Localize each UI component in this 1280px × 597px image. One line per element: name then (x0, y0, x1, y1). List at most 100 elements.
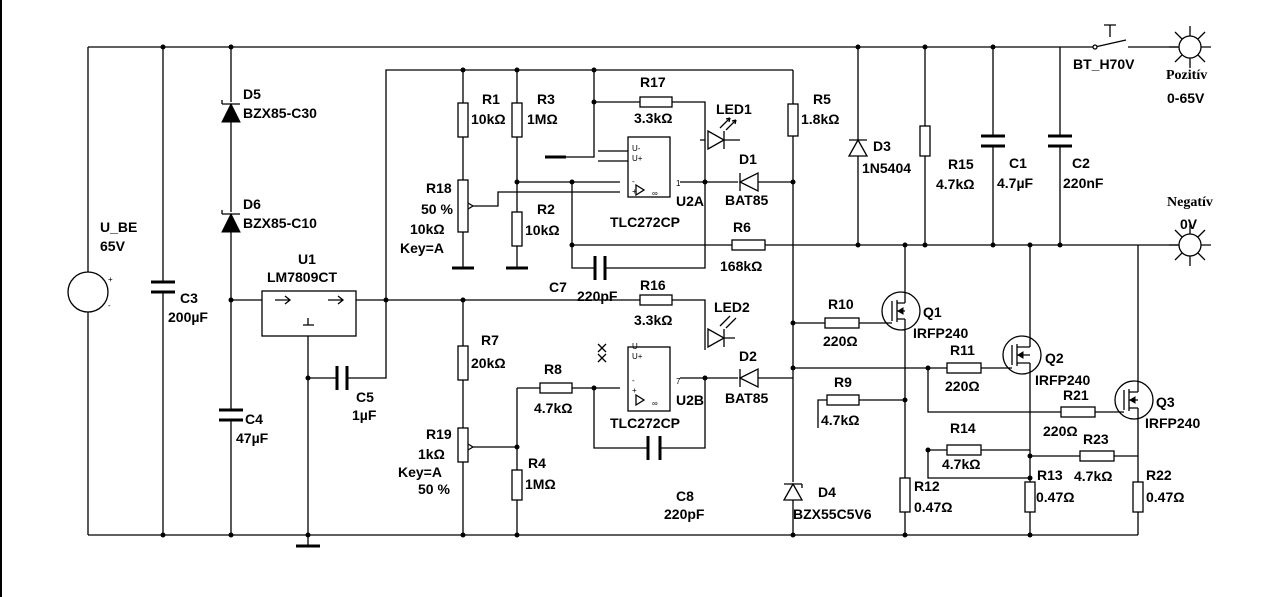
led-2: LED2 (707, 299, 750, 349)
q3-name: Q3 (1156, 394, 1175, 410)
r15-value: 4.7kΩ (936, 176, 974, 192)
r3-name: R3 (537, 91, 555, 107)
r13-value: 0.47Ω (1036, 489, 1074, 505)
resistor-r8 (539, 382, 573, 394)
r12-name: R12 (914, 478, 940, 494)
resistor-r6 (731, 239, 766, 251)
u1-name: U1 (298, 251, 316, 267)
terminal-positive: Pozitív 0-65V (1166, 26, 1211, 106)
resistor-r11 (946, 362, 982, 374)
u2b-pin-out: 7 (676, 377, 681, 386)
led2-name: LED2 (714, 299, 750, 315)
d2-part: BAT85 (725, 390, 769, 406)
c7-name: C7 (549, 279, 567, 295)
u2a-pin-u-plus: U+ (632, 154, 643, 163)
u2a-part: TLC272CP (610, 214, 680, 230)
ground-symbols (296, 155, 566, 548)
c4-value: 47µF (236, 430, 269, 446)
r16-value: 3.3kΩ (634, 312, 672, 328)
capacitor-c7: C7 220pF (549, 256, 618, 304)
r5-value: 1.8kΩ (801, 111, 839, 127)
r19-key: Key=A (398, 464, 442, 480)
r17-name: R17 (640, 74, 666, 90)
c8-value: 220pF (664, 506, 705, 522)
u2b-pin-u-plus: U+ (632, 352, 643, 361)
d6-part: BZX85-C10 (243, 215, 317, 231)
d3-part: 1N5404 (862, 160, 911, 176)
c2-value: 220nF (1063, 175, 1104, 191)
capacitor-c8: C8 220pF (646, 436, 705, 522)
r7-name: R7 (481, 332, 499, 348)
u2a-pin-minus: - (632, 177, 635, 186)
switch-bt-h70v: BT_H70V (1073, 24, 1135, 72)
capacitor-c5: C5 1µF (335, 366, 377, 423)
r23-value: 4.7kΩ (1074, 468, 1112, 484)
u2a-pin-plus: + (632, 187, 637, 196)
d1-part: BAT85 (725, 192, 769, 208)
led1-name: LED1 (716, 101, 752, 117)
c4-name: C4 (245, 411, 263, 427)
resistor-r15 (919, 125, 931, 157)
q3-part: IRFP240 (1145, 415, 1200, 431)
left-frame-border (0, 0, 2, 597)
r18-wiper-arrow (467, 202, 474, 210)
c3-name: C3 (180, 290, 198, 306)
u2a-name: U2A (676, 193, 704, 209)
r19-wiper-arrow (467, 443, 474, 451)
u2a-pin-u-minus: U- (632, 144, 641, 153)
r5-name: R5 (813, 91, 831, 107)
r19-name: R19 (426, 426, 452, 442)
r21-value: 220Ω (1043, 423, 1078, 439)
u1-part: LM7809CT (267, 269, 337, 285)
r18-name: R18 (426, 180, 452, 196)
r23-name: R23 (1083, 431, 1109, 447)
r6-name: R6 (733, 219, 751, 235)
d1-name: D1 (739, 151, 757, 167)
r15-name: R15 (948, 156, 974, 172)
r8-value: 4.7kΩ (534, 400, 572, 416)
schottky-d1: D1 BAT85 (725, 151, 769, 208)
d6-name: D6 (243, 196, 261, 212)
mosfet-q2: Q2 IRFP240 (1000, 335, 1090, 388)
wiring (87, 46, 1178, 545)
resistor-r22 (1132, 481, 1144, 513)
r10-name: R10 (828, 296, 854, 312)
source-value: 65V (100, 238, 126, 254)
c2-name: C2 (1072, 155, 1090, 171)
resistor-r16 (639, 294, 673, 306)
mosfet-q3: Q3 IRFP240 (1114, 380, 1200, 431)
negative-terminal-name: Negatív (1167, 195, 1213, 210)
terminal-negative: Negatív 0V (1167, 195, 1213, 266)
resistor-r7 (457, 345, 469, 381)
c5-value: 1µF (352, 407, 377, 423)
resistor-r21 (1060, 406, 1096, 418)
resistor-r2 (511, 211, 523, 247)
r1-name: R1 (482, 91, 500, 107)
junction-dots (160, 44, 1063, 538)
r4-value: 1MΩ (525, 476, 556, 492)
resistor-labels: R1 10kΩ R3 1MΩ R2 10kΩ R17 3.3kΩ R5 1.8k… (398, 74, 1184, 515)
r17-value: 3.3kΩ (634, 110, 672, 126)
u2b-pin-u-minus: U- (632, 342, 641, 351)
resistor-r5 (787, 103, 799, 137)
r12-value: 0.47Ω (914, 499, 952, 515)
mosfet-q1: Q1 IRFP240 (881, 291, 968, 341)
q1-part: IRFP240 (913, 325, 968, 341)
r2-name: R2 (537, 201, 555, 217)
u2b-part: TLC272CP (610, 415, 680, 431)
r14-name: R14 (950, 420, 976, 436)
source-name: U_BE (100, 219, 137, 235)
resistor-r14 (946, 444, 982, 456)
q2-part: IRFP240 (1035, 372, 1090, 388)
u2b-pin-plus: + (632, 386, 637, 395)
zener-d4: D4 BZX55C5V6 (782, 482, 872, 522)
potentiometer-r19 (457, 427, 469, 463)
r19-percent: 50 % (418, 481, 450, 497)
regulator-u1: U1 LM7809CT (261, 251, 357, 337)
q2-name: Q2 (1045, 350, 1064, 366)
r7-value: 20kΩ (471, 355, 506, 371)
source-minus-sign: - (108, 301, 111, 310)
r9-value: 4.7kΩ (821, 412, 859, 428)
capacitor-c1: C1 4.7µF (981, 134, 1034, 191)
